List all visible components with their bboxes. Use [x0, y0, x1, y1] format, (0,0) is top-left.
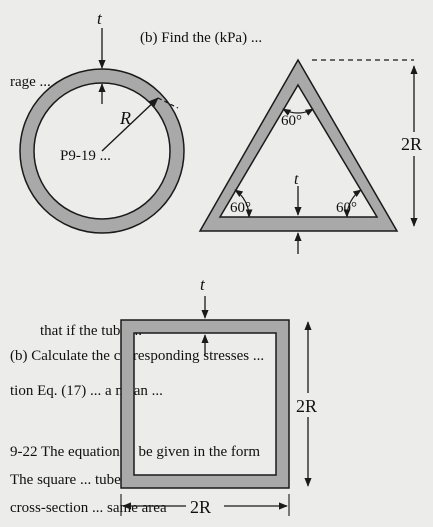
- circle-thickness-label: t: [97, 9, 103, 28]
- triangle-thickness-label: t: [294, 171, 299, 188]
- radius-line: [101, 97, 159, 152]
- triangle-height-label: 2R: [401, 134, 422, 154]
- left-angle-arc: [234, 189, 253, 218]
- triangular-tube-section: 2R 60° 60° 60° t: [198, 58, 433, 254]
- square-tube-wall: [120, 319, 290, 489]
- square-tube-section: t 2R 2R: [120, 275, 326, 517]
- height-label-backdrop: [396, 132, 433, 156]
- bleed-line-7: 9-22 The equation ... be given in the fo…: [10, 444, 260, 460]
- square-height-label: 2R: [296, 396, 317, 416]
- bleed-line-6: tion Eq. (17) ... a mean ...: [10, 383, 163, 399]
- apex-angle-arc: [282, 108, 314, 116]
- radius-dashed-extension: [157, 97, 179, 109]
- bleed-line-5: (b) Calculate the corresponding stresses…: [10, 348, 264, 364]
- radius-label: R: [119, 108, 131, 128]
- square-thickness-label: t: [200, 275, 206, 294]
- bleed-line-2: rage ...: [10, 74, 51, 90]
- apex-angle-label: 60°: [281, 113, 302, 129]
- right-angle-arc: [343, 189, 362, 218]
- circular-tube-section: t R: [19, 9, 185, 234]
- square-width-label: 2R: [190, 497, 211, 517]
- bleed-line-3: P9-19 ...: [60, 148, 111, 164]
- circular-tube-wall: [19, 68, 185, 234]
- bleed-line-9: cross-section ... same area: [10, 500, 167, 516]
- left-angle-label: 60°: [230, 200, 251, 216]
- bleed-line-4: that if the tube ...: [40, 323, 142, 339]
- triangular-tube-wall: [198, 58, 399, 232]
- bleed-line-1: (b) Find the (kPa) ...: [140, 30, 262, 46]
- square-width-backdrop: [186, 495, 224, 517]
- square-height-backdrop: [292, 393, 326, 417]
- right-angle-label: 60°: [336, 200, 357, 216]
